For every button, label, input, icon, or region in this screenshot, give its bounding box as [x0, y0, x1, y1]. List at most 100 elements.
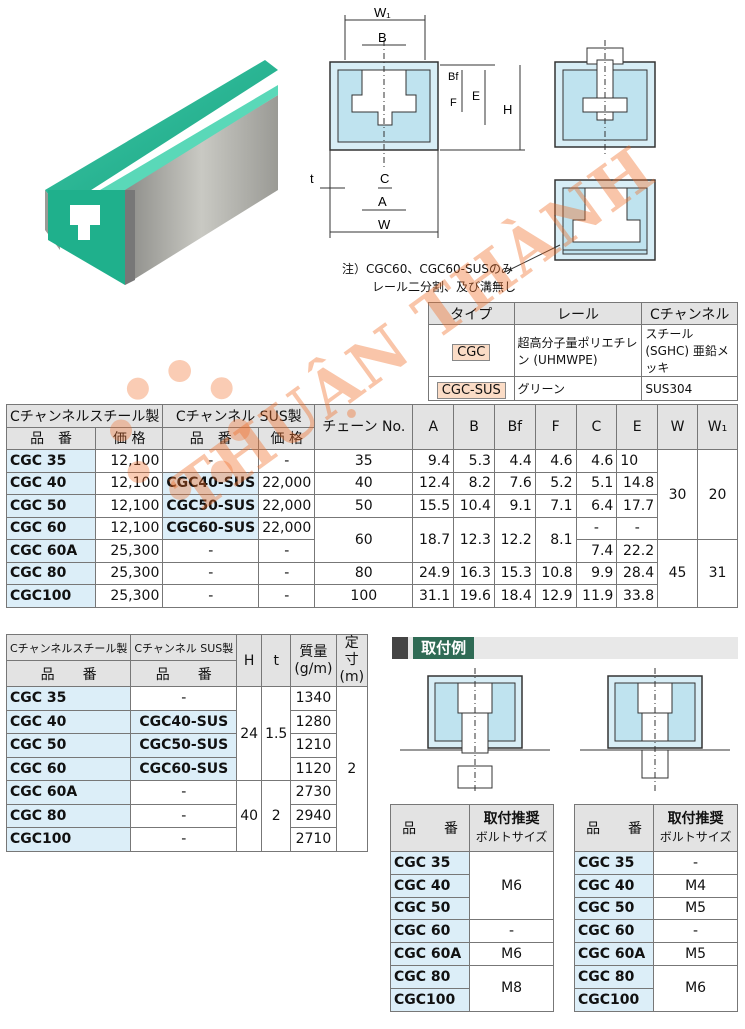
sus-part: - — [130, 827, 238, 852]
label-b: B — [378, 30, 387, 45]
part-number: CGC 50 — [573, 896, 655, 921]
table-row: CGC 50 CGC50-SUS 1210 — [5, 733, 368, 758]
type-cgc: CGC — [452, 344, 491, 361]
leader-line — [504, 244, 561, 273]
dim-f: 10.8 — [534, 561, 577, 585]
dim-c: 6.4 — [575, 494, 618, 518]
dim-e: 22.2 — [616, 539, 659, 563]
sus-price: - — [258, 584, 316, 608]
header-part: 品 番 — [5, 426, 97, 450]
dim-a: 24.9 — [412, 561, 455, 585]
mass: 2710 — [290, 827, 337, 852]
sus-part: - — [162, 539, 260, 563]
bolt-size: M6 — [469, 942, 554, 966]
dim-b: 5.3 — [453, 449, 495, 473]
price: 12,100 — [95, 516, 164, 540]
header-part-mount: 品 番 — [389, 804, 471, 852]
header-price-sus: 価 格 — [258, 426, 316, 450]
price: 25,300 — [95, 539, 164, 563]
dim-w: 45 — [657, 539, 698, 608]
header-bolt: 取付推奨 — [667, 811, 724, 827]
mount-drawing-1 — [400, 668, 550, 793]
chain-no: 50 — [314, 494, 414, 518]
mass: 2730 — [290, 780, 337, 805]
table-row: CGC 60A - 40 2 2730 — [5, 780, 368, 852]
dim-a: 15.5 — [412, 494, 455, 518]
sus-part: CGC50-SUS — [162, 494, 260, 518]
part-number: CGC100 — [5, 584, 97, 608]
dim-bf: 12.2 — [493, 516, 536, 563]
table-row: CGC 60 CGC60-SUS 1120 — [5, 756, 368, 781]
header-bf: Bf — [493, 404, 536, 450]
weight-table: Cチャンネルスチール製 Cチャンネル SUS製 H t 質量 (g/m) 定寸 … — [5, 634, 369, 852]
chain-no: 60 — [314, 516, 414, 563]
table-row: CGC 50 12,100 CGC50-SUS 22,000 50 15.5 1… — [5, 494, 738, 518]
dim-f: 7.1 — [534, 494, 577, 518]
header-rail: レール — [513, 302, 643, 325]
sus-part: - — [130, 803, 238, 828]
part-number: CGC 60A — [5, 780, 132, 805]
split-rail-drawing — [554, 179, 656, 261]
dim-w1: 20 — [696, 449, 739, 540]
bolt-size: M5 — [653, 942, 738, 966]
sus-price: 22,000 — [258, 494, 316, 518]
dim-e: 33.8 — [616, 584, 659, 608]
dim-w1: 31 — [696, 539, 739, 608]
header-part-mount: 品 番 — [573, 804, 655, 852]
table-row: CGC 40 — [389, 873, 554, 898]
channel-material-steel: スチール(SGHC) 亜鉛メッキ — [641, 324, 738, 377]
price: 25,300 — [95, 561, 164, 585]
mass: 2940 — [290, 803, 337, 828]
type-cgc-sus: CGC-SUS — [436, 382, 506, 399]
header-bolt: 取付推奨 — [483, 811, 540, 827]
dim-e: 14.8 — [616, 471, 659, 495]
dim-t: 2 — [261, 780, 292, 852]
table-row: CGC 60 12,100 CGC60-SUS 22,000 60 18.7 1… — [5, 516, 738, 563]
part-number: CGC 40 — [5, 709, 132, 734]
price: 25,300 — [95, 584, 164, 608]
part-number: CGC 60 — [5, 756, 132, 781]
mount-section-header: 取付例 — [392, 637, 738, 659]
header-w1: W₁ — [696, 404, 739, 450]
bolt-size: - — [469, 919, 554, 944]
dim-a: 18.7 — [412, 516, 455, 563]
mass: 1120 — [290, 756, 337, 781]
header-steel-2: Cチャンネルスチール製 — [5, 634, 132, 661]
part-number: CGC 50 — [5, 494, 97, 518]
table-row: CGC 35 - 24 1.5 1340 2 — [5, 686, 369, 852]
dim-b: 10.4 — [453, 494, 495, 518]
table-row: CGC 60- — [573, 919, 738, 944]
bolt-size: M6 — [469, 850, 554, 921]
table-row: CGC 80 - 2940 — [5, 803, 368, 828]
dim-c: 7.4 — [575, 539, 618, 563]
header-f: F — [534, 404, 577, 450]
material-table: タイプ レール Cチャンネル CGC 超高分子量ポリエチレン (UHMWPE) … — [428, 302, 738, 401]
sus-part: CGC40-SUS — [130, 709, 238, 734]
part-number: CGC 50 — [5, 733, 132, 758]
part-number: CGC100 — [5, 827, 132, 852]
part-number: CGC 50 — [389, 896, 471, 921]
label-w1: W₁ — [374, 5, 391, 20]
part-number: CGC 35 — [5, 686, 132, 711]
bolt-size: - — [653, 919, 738, 944]
rail-color: グリーン — [513, 376, 643, 401]
table-row: CGC100 25,300 - - 100 31.1 19.6 18.4 12.… — [5, 584, 738, 608]
dim-f: 4.6 — [534, 449, 577, 473]
table-row: CGC 80 25,300 - - 80 24.9 16.3 15.3 10.8… — [5, 561, 738, 585]
dim-bf: 4.4 — [493, 449, 536, 473]
label-f: F — [450, 97, 457, 109]
sus-part: - — [162, 584, 260, 608]
sus-part: - — [162, 561, 260, 585]
part-number: CGC 60A — [573, 942, 655, 966]
part-number: CGC 60A — [389, 942, 471, 966]
dim-b: 19.6 — [453, 584, 495, 608]
part-number: CGC 60 — [5, 516, 97, 540]
table-row: CGC 50 — [389, 896, 554, 921]
dim-a: 12.4 — [412, 471, 455, 495]
